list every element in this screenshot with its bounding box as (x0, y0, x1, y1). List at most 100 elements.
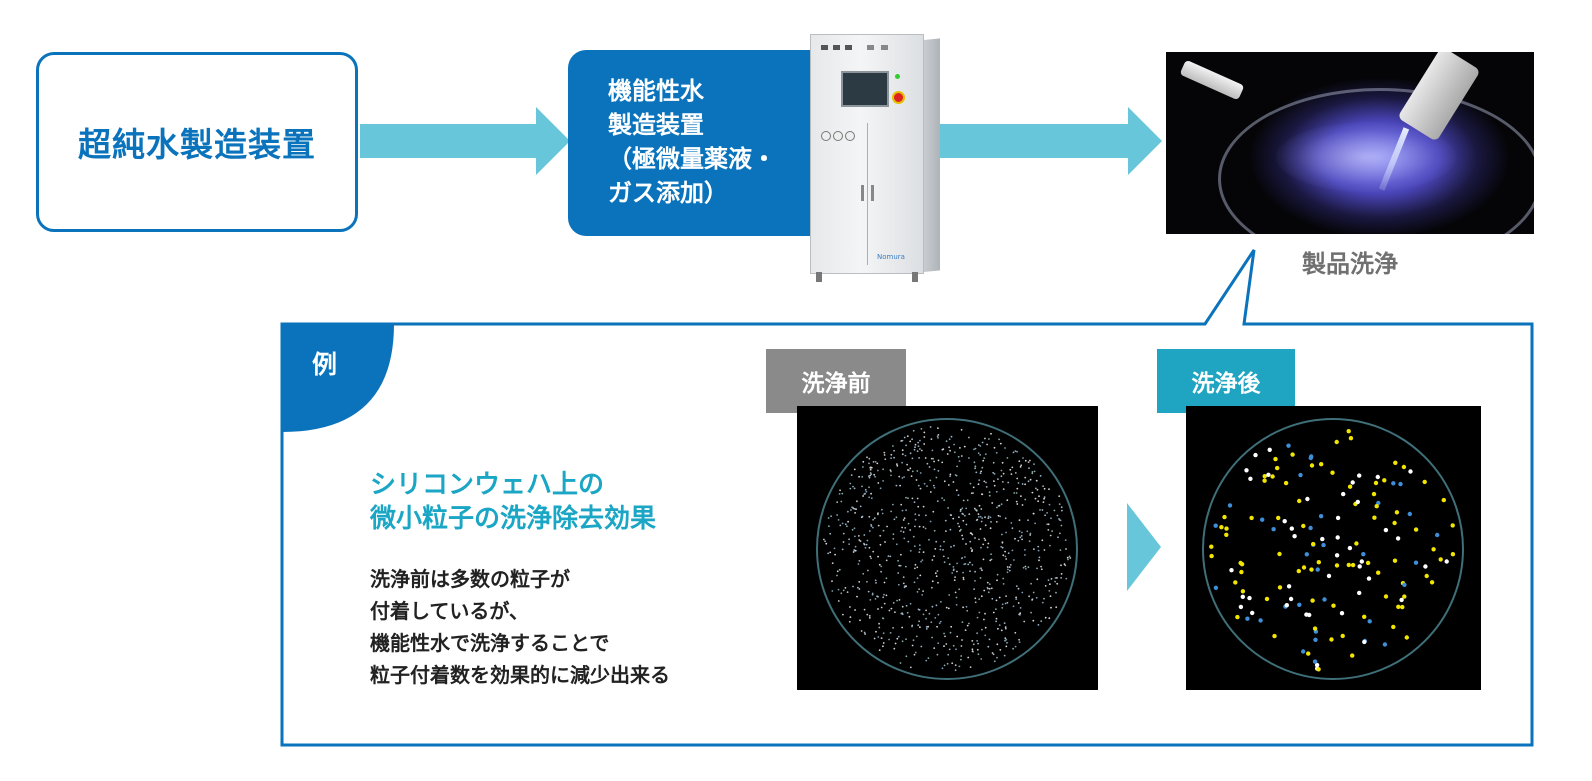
particle-dot (841, 522, 844, 525)
particle-dot (970, 547, 972, 550)
particle-dot (1316, 667, 1321, 672)
particle-dot (937, 427, 939, 429)
particle-dot (1312, 659, 1318, 664)
particle-dot (1048, 590, 1051, 592)
particle-dot (1064, 539, 1067, 541)
particle-dot (1213, 585, 1219, 590)
particle-dot (853, 549, 856, 551)
particle-dot (978, 611, 981, 614)
particle-dot (1334, 553, 1340, 558)
particle-dot (1276, 515, 1281, 521)
particle-dot (883, 581, 886, 584)
particle-dot (1347, 484, 1353, 489)
particle-dot (862, 572, 865, 575)
particle-dot (948, 648, 951, 651)
particle-dot (1301, 523, 1306, 529)
particle-dot (1372, 515, 1377, 520)
particle-dot (848, 620, 851, 623)
particle-dot (976, 648, 979, 651)
particle-dot (985, 481, 987, 484)
particle-dot (980, 508, 983, 510)
particle-dot (1048, 617, 1051, 620)
particle-dot (846, 525, 848, 528)
particle-dot (1020, 495, 1022, 497)
particle-dot (854, 545, 857, 548)
particle-dot (1006, 571, 1009, 574)
particle-dot (1004, 517, 1007, 520)
particle-dot (842, 613, 844, 616)
particle-dot (965, 507, 968, 510)
particle-dot (923, 482, 926, 485)
particle-dot (996, 579, 998, 582)
particle-dot (922, 505, 925, 508)
particle-dot (1043, 496, 1046, 498)
particle-dot (1392, 558, 1398, 563)
particle-dot (1266, 472, 1271, 477)
particle-dot (1017, 602, 1020, 604)
particle-dot (881, 617, 884, 619)
particle-dot (1441, 497, 1446, 503)
particle-dot (1010, 473, 1013, 475)
particle-dot (903, 436, 906, 439)
particle-dot (1002, 554, 1005, 557)
particle-dot (1391, 481, 1396, 486)
particle-dot (1248, 476, 1253, 481)
particle-dot (1320, 536, 1325, 542)
particle-dot (1282, 519, 1287, 524)
particle-dot (930, 438, 933, 440)
particle-dot (877, 608, 879, 610)
particle-dot (923, 443, 926, 445)
particle-dot (923, 431, 926, 434)
particle-dot (954, 576, 956, 578)
particle-dot (951, 572, 954, 574)
wafer-before-image (797, 406, 1098, 690)
particle-dot (1314, 662, 1320, 668)
particle-dot (922, 613, 925, 616)
particle-dot (1015, 492, 1018, 494)
particle-dot (980, 546, 982, 549)
particle-dot (995, 490, 998, 493)
particle-dot (991, 502, 994, 504)
particle-dot (1006, 641, 1008, 644)
particle-dot (911, 497, 914, 500)
particle-dot (1001, 607, 1004, 609)
particle-dot (1435, 532, 1440, 538)
particle-dot (916, 497, 919, 500)
particle-dot (839, 524, 842, 527)
particle-dot (1375, 474, 1380, 480)
particle-dot (995, 599, 998, 602)
particle-dot (873, 517, 876, 520)
particle-dot (1060, 577, 1062, 579)
particle-dot (1311, 541, 1316, 547)
particle-dot (974, 467, 976, 470)
particle-dot (1235, 614, 1240, 620)
particle-dot (901, 509, 904, 512)
particle-dot (1044, 514, 1046, 517)
particle-dot (1006, 457, 1009, 459)
particle-dot (1050, 517, 1052, 520)
particle-dot (840, 500, 843, 503)
example-description-line-1: 洗浄前は多数の粒子が (370, 567, 570, 591)
particle-dot (929, 491, 932, 493)
particle-dot (1007, 552, 1010, 554)
particle-dot (1014, 537, 1016, 540)
particle-dot (901, 613, 904, 616)
particle-dot (947, 557, 950, 559)
particle-dot (946, 662, 949, 665)
particle-dot (1027, 519, 1029, 522)
particle-dot (1014, 472, 1017, 474)
particle-dot (1057, 536, 1059, 539)
particle-dot (979, 528, 982, 530)
particle-dot (866, 613, 869, 616)
particle-dot (999, 649, 1002, 651)
particle-dot (932, 457, 934, 460)
particle-dot (1058, 495, 1061, 498)
particle-dot (1060, 564, 1062, 567)
particle-dot (937, 470, 940, 472)
particle-dot (1047, 529, 1050, 531)
particle-dot (897, 572, 900, 574)
particle-dot (995, 521, 998, 523)
particle-dot (869, 599, 872, 601)
particle-dot (880, 606, 883, 609)
particle-dot (1392, 520, 1397, 526)
